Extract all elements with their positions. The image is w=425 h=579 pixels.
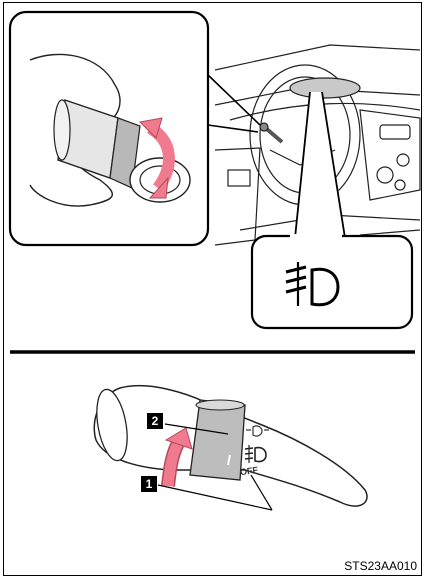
fog-switch-ring	[190, 400, 245, 480]
step-badge-1: 1	[141, 476, 157, 492]
hand-callout	[10, 12, 260, 245]
step-badge-2: 2	[147, 413, 163, 429]
figure-code: STS23AA010	[344, 559, 417, 573]
meter-highlight	[290, 78, 360, 98]
lever-illustration	[92, 386, 367, 510]
indicator-callout	[252, 92, 412, 328]
